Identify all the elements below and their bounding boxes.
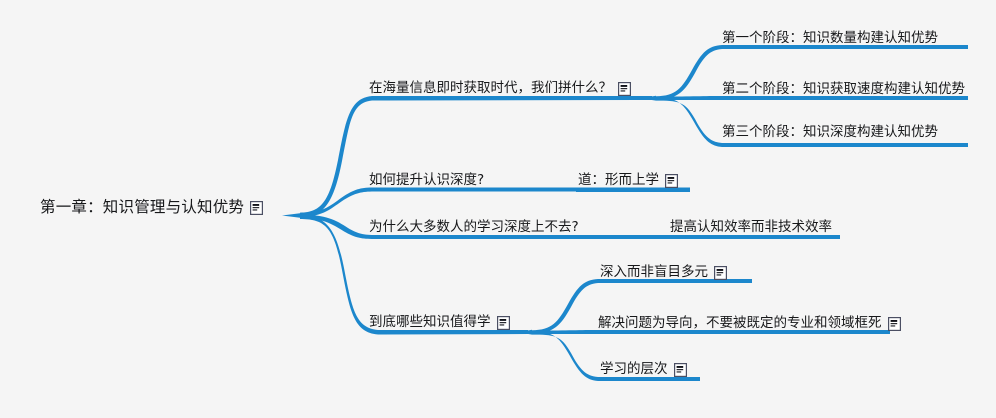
b4-stub bbox=[518, 329, 532, 335]
b1-stub bbox=[640, 95, 656, 101]
note-icon[interactable] bbox=[673, 362, 687, 377]
branch-4-child-1-label: 深入而非盲目多元 bbox=[600, 264, 708, 280]
branch-3-child-1[interactable]: 提高认知效率而非技术效率 bbox=[670, 219, 832, 236]
connector-b3-c1 bbox=[668, 235, 840, 239]
connector-root-b2 bbox=[300, 187, 690, 217]
mindmap-root-node[interactable]: 第一章：知识管理与认知优势 bbox=[40, 198, 264, 217]
note-icon[interactable] bbox=[887, 316, 901, 331]
branch-4-child-2-label: 解决问题为导向，不要被既定的专业和领域框死 bbox=[598, 315, 882, 331]
note-icon[interactable] bbox=[496, 315, 510, 330]
branch-1-child-1-label: 第一个阶段：知识数量构建认知优势 bbox=[722, 30, 938, 46]
branch-node-1[interactable]: 在海量信息即时获取时代，我们拼什么？ bbox=[369, 80, 631, 97]
branch-1-child-1[interactable]: 第一个阶段：知识数量构建认知优势 bbox=[722, 30, 938, 47]
branch-3-child-1-label: 提高认知效率而非技术效率 bbox=[670, 219, 832, 235]
note-icon[interactable] bbox=[714, 265, 727, 280]
branch-1-child-2[interactable]: 第二个阶段：知识获取速度构建认知优势 bbox=[722, 81, 965, 98]
branch-2-child-1-label: 道：形而上学 bbox=[578, 172, 659, 188]
root-stub bbox=[282, 213, 300, 218]
note-icon[interactable] bbox=[665, 173, 678, 188]
connector-root-b1 bbox=[300, 96, 652, 218]
branch-node-3[interactable]: 为什么大多数人的学习深度上不去? bbox=[369, 219, 579, 236]
branch-4-child-3[interactable]: 学习的层次 bbox=[600, 361, 687, 378]
branch-3-label: 为什么大多数人的学习深度上不去? bbox=[369, 219, 579, 235]
connector-b2-c1 bbox=[576, 188, 690, 192]
branch-1-child-3[interactable]: 第三个阶段：知识深度构建认知优势 bbox=[722, 124, 938, 141]
root-label: 第一章：知识管理与认知优势 bbox=[40, 198, 245, 216]
branch-2-child-1[interactable]: 道：形而上学 bbox=[578, 172, 678, 189]
branch-1-label: 在海量信息即时获取时代，我们拼什么？ bbox=[369, 80, 612, 96]
branch-4-child-2[interactable]: 解决问题为导向，不要被既定的专业和领域框死 bbox=[598, 315, 901, 332]
branch-node-4[interactable]: 到底哪些知识值得学 bbox=[369, 314, 510, 331]
branch-4-label: 到底哪些知识值得学 bbox=[369, 314, 491, 330]
branch-1-child-2-label: 第二个阶段：知识获取速度构建认知优势 bbox=[722, 81, 965, 97]
branch-4-child-3-label: 学习的层次 bbox=[600, 361, 668, 377]
branch-node-2[interactable]: 如何提升认识深度? bbox=[369, 172, 485, 189]
branch-4-child-1[interactable]: 深入而非盲目多元 bbox=[600, 264, 727, 281]
note-icon[interactable] bbox=[618, 81, 631, 96]
branch-1-child-3-label: 第三个阶段：知识深度构建认知优势 bbox=[722, 124, 938, 140]
note-icon[interactable] bbox=[250, 200, 264, 215]
branch-2-label: 如何提升认识深度? bbox=[369, 172, 485, 188]
